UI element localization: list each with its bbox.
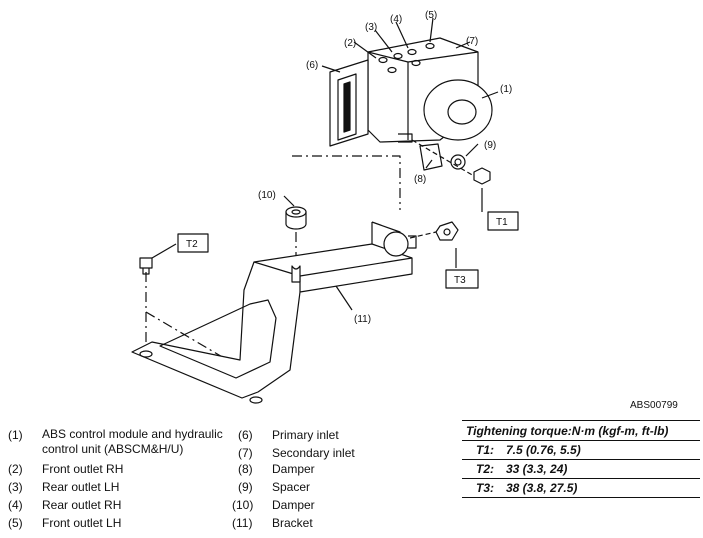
legend-num-6: (6) — [238, 428, 253, 442]
callout-11: (11) — [354, 314, 371, 325]
torque-header: Tightening torque:N·m (kgf-m, ft-lb) — [462, 420, 700, 441]
torque-table: Tightening torque:N·m (kgf-m, ft-lb) T1:… — [462, 420, 700, 498]
torque-tag-t2: T2 — [186, 239, 198, 250]
legend-text-8: Damper — [272, 462, 315, 476]
callout-1: (1) — [500, 84, 512, 95]
legend-text-9: Spacer — [272, 480, 311, 494]
torque-key: T1: — [476, 443, 494, 457]
abs-unit-drawing — [329, 37, 493, 147]
bolt-t2-drawing — [139, 257, 153, 275]
legend-text-2: Front outlet RH — [42, 462, 124, 476]
damper-10-drawing — [285, 206, 307, 230]
callout-8: (8) — [414, 174, 426, 185]
legend-num-2: (2) — [8, 462, 23, 476]
callout-7: (7) — [466, 36, 478, 47]
legend-num-4: (4) — [8, 498, 23, 512]
legend-text-6: Primary inlet — [272, 428, 339, 442]
legend-num-1: (1) — [8, 428, 23, 442]
legend-num-9: (9) — [238, 480, 253, 494]
torque-value: 38 (3.8, 27.5) — [506, 481, 578, 495]
torque-tag-t3: T3 — [454, 275, 466, 286]
callout-6: (6) — [306, 60, 318, 71]
damper-spacer-nut-drawing — [411, 139, 491, 185]
legend-num-5: (5) — [8, 516, 23, 530]
legend-text-7: Secondary inlet — [272, 446, 355, 460]
legend-text-1: ABS control module and hydraulic control… — [42, 427, 223, 456]
legend-num-8: (8) — [238, 462, 253, 476]
torque-row-t2: T2: 33 (3.3, 24) — [462, 460, 700, 479]
callout-2: (2) — [344, 38, 356, 49]
callout-4: (4) — [390, 14, 402, 25]
legend-num-7: (7) — [238, 446, 253, 460]
callout-9: (9) — [484, 140, 496, 151]
legend-num-11: (11) — [232, 516, 253, 530]
legend-text-10: Damper — [272, 498, 315, 512]
exploded-view-diagram: (1) (2) (3) (4) (5) (6) (7) (8) (9) (10)… — [131, 10, 519, 404]
callout-5: (5) — [425, 10, 437, 21]
torque-value: 7.5 (0.76, 5.5) — [506, 443, 581, 457]
bracket-drawing — [131, 221, 417, 404]
torque-key: T2: — [476, 462, 494, 476]
legend-num-3: (3) — [8, 480, 23, 494]
drawing-id: ABS00799 — [630, 400, 678, 411]
callout-3: (3) — [365, 22, 377, 33]
legend-text-11: Bracket — [272, 516, 313, 530]
torque-row-t3: T3: 38 (3.8, 27.5) — [462, 479, 700, 498]
torque-value: 33 (3.3, 24) — [506, 462, 568, 476]
legend-text-3: Rear outlet LH — [42, 480, 120, 494]
torque-tag-t1: T1 — [496, 217, 508, 228]
legend-text-4: Rear outlet RH — [42, 498, 122, 512]
legend-text-5: Front outlet LH — [42, 516, 122, 530]
torque-row-t1: T1: 7.5 (0.76, 5.5) — [462, 441, 700, 460]
torque-key: T3: — [476, 481, 494, 495]
nut-t3-drawing — [435, 221, 459, 241]
legend-num-10: (10) — [232, 498, 254, 512]
callout-10: (10) — [258, 190, 276, 201]
